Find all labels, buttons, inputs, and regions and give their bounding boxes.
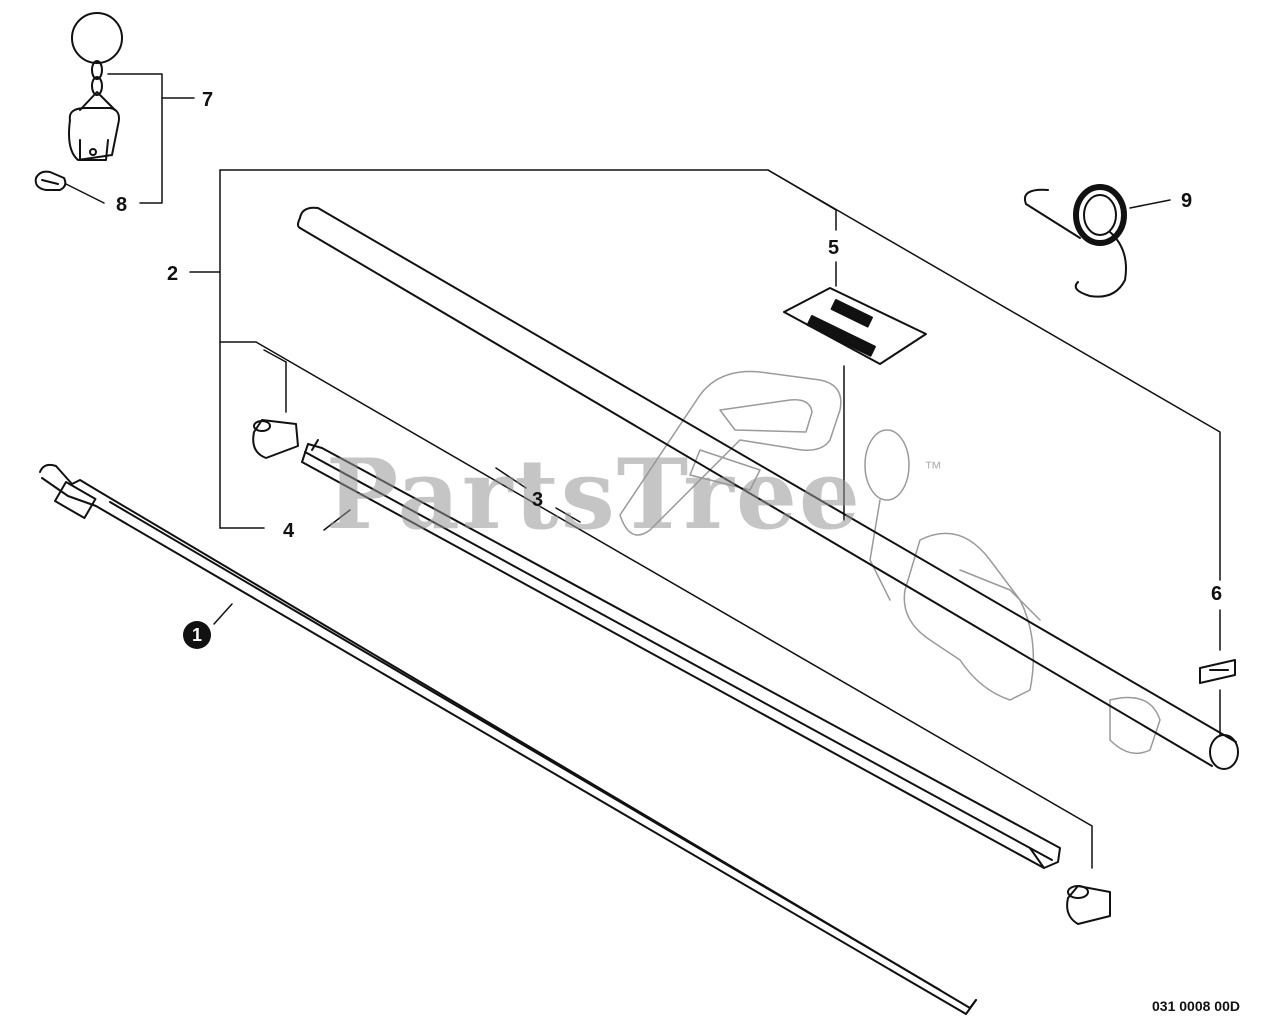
callout-1[interactable]: 1 [183,621,211,649]
callout-2[interactable]: 2 [167,263,179,285]
callout-5[interactable]: 5 [828,237,840,259]
part-4-liner [301,439,1061,869]
part-6-plate [1199,659,1236,684]
callout-4[interactable]: 4 [283,520,295,542]
callout-7[interactable]: 7 [202,89,214,111]
ghost-engine-outline [619,370,1161,755]
leader-lines [65,73,1221,869]
part-7-clamp-hanger [68,12,123,161]
part-1-drive-shaft [39,463,977,1015]
part-2-main-tube [297,206,1239,770]
callout-3[interactable]: 3 [532,489,544,511]
part-8-screw [34,170,67,191]
callout-9[interactable]: 9 [1181,190,1193,212]
watermark-text: PartsTree [326,438,862,551]
document-code: 031 0008 00D [1152,998,1240,1014]
callout-8[interactable]: 8 [116,194,128,216]
part-3-bushing-upper [252,419,299,459]
part-9-hook [1024,184,1127,298]
part-5-label [783,287,927,365]
trademark-symbol: ™ [924,458,942,478]
callout-6[interactable]: 6 [1211,583,1223,605]
part-3-bushing-lower [1066,885,1111,925]
